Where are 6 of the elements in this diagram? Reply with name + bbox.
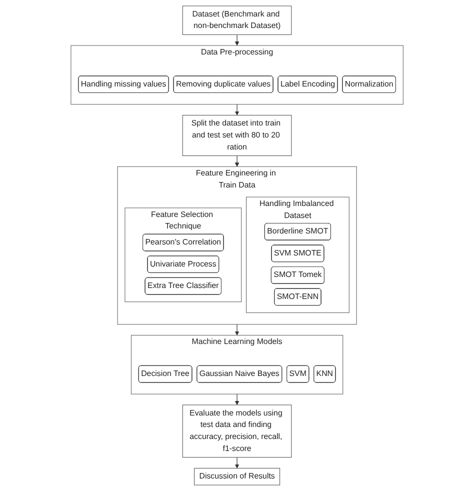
arrow xyxy=(234,457,240,468)
arrow xyxy=(234,34,240,46)
arrow xyxy=(234,324,240,336)
arrow xyxy=(234,155,240,167)
arrow xyxy=(234,394,240,406)
arrow xyxy=(234,104,240,116)
